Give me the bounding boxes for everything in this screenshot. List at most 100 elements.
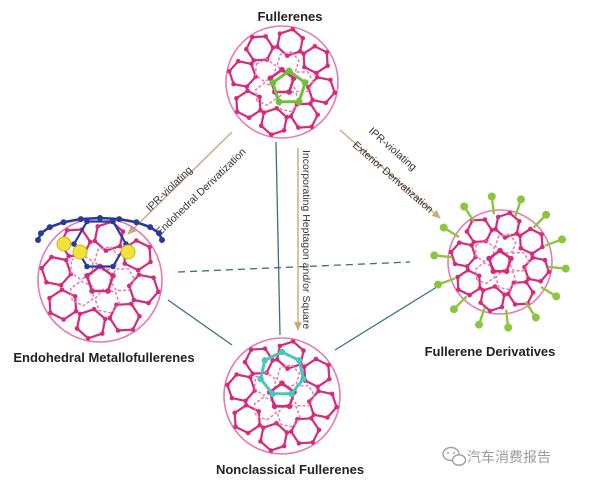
highlighted-heptagon-atom — [269, 390, 276, 397]
hexagon-ring — [290, 417, 321, 445]
carbon-atom — [250, 371, 255, 377]
fullerene-molecule — [225, 25, 339, 139]
carbon-atom — [246, 115, 252, 120]
carbon-atom — [253, 74, 258, 79]
carbon-atom — [296, 125, 301, 130]
carbon-atom — [517, 219, 522, 224]
cluster-atom — [77, 216, 84, 223]
cage-outline — [447, 209, 553, 315]
carbon-atom — [507, 210, 513, 216]
carbon-atom — [325, 415, 330, 420]
center-atom — [508, 255, 514, 262]
carbon-atom — [281, 128, 287, 133]
watermark-text: 汽车消费报告 — [467, 449, 551, 466]
cage-outline — [225, 25, 339, 139]
carbon-atom — [326, 362, 331, 368]
cluster-atom — [71, 241, 77, 247]
cluster-atom — [97, 215, 103, 221]
node-title-fullerenes: Fullerenes — [257, 9, 322, 24]
carbon-atom — [315, 384, 321, 390]
carbon-atom — [495, 214, 501, 220]
carbon-atom — [258, 123, 264, 129]
carbon-atom — [528, 226, 533, 232]
center-atom — [286, 403, 293, 410]
carbon-atom — [297, 49, 303, 54]
hexagon-back — [495, 269, 517, 291]
carbon-atom — [274, 357, 280, 362]
carbon-atom — [146, 300, 151, 306]
carbon-atom — [518, 245, 524, 251]
carbon-atom — [301, 51, 306, 56]
hexagon-back — [69, 280, 95, 307]
carbon-atom — [270, 358, 276, 363]
carbon-atom — [288, 114, 294, 119]
cage-outline — [223, 337, 341, 455]
carbon-atom — [103, 248, 109, 254]
carbon-atom — [334, 404, 339, 410]
addend-atom — [531, 313, 540, 322]
highlighted-heptagon-atom — [296, 357, 303, 364]
carbon-atom — [512, 302, 518, 307]
carbon-atom — [457, 240, 462, 245]
carbon-atom — [499, 304, 505, 310]
carbon-atom — [476, 273, 482, 279]
node-title-endohedral-metallofullerenes: Endohedral Metallofullerenes — [13, 350, 194, 365]
carbon-atom — [77, 311, 83, 317]
hexagon-back — [254, 82, 277, 106]
carbon-atom — [275, 44, 280, 50]
carbon-atom — [542, 257, 548, 263]
carbon-atom — [315, 112, 321, 118]
cluster-atom — [38, 230, 44, 237]
hexagon-back — [254, 58, 277, 83]
addend-atom — [487, 192, 496, 201]
endohedral-metallofullerene-molecule — [35, 215, 165, 343]
node-title-nonclassical-fullerenes: Nonclassical Fullerenes — [216, 462, 364, 477]
center-atom — [89, 288, 95, 294]
cluster-atom — [35, 237, 41, 243]
carbon-atom — [257, 94, 262, 100]
hexagon-ring — [108, 302, 141, 332]
carbon-atom — [310, 97, 315, 103]
hexagon-ring — [243, 347, 274, 375]
carbon-atom — [256, 409, 262, 414]
hexagon-back — [276, 404, 301, 428]
carbon-atom — [91, 306, 97, 312]
carbon-atom — [234, 96, 239, 101]
carbon-atom — [148, 259, 153, 265]
carbon-atom — [281, 443, 287, 449]
center-atom — [490, 268, 497, 275]
carbon-atom — [284, 430, 290, 435]
carbon-atom — [129, 301, 134, 307]
carbon-atom — [63, 257, 69, 263]
carbon-atom — [49, 254, 54, 260]
highlighted-pentagon-atom — [301, 79, 309, 87]
carbon-atom — [316, 388, 321, 394]
cluster-atom — [110, 218, 116, 225]
addend-atom — [558, 235, 566, 244]
cluster-atom — [133, 219, 140, 226]
carbon-atom — [156, 289, 161, 295]
carbon-atom — [452, 261, 458, 267]
connector-right-to-bottom — [334, 284, 441, 351]
carbon-atom — [290, 27, 296, 32]
highlighted-heptagon-atom — [257, 375, 264, 383]
arrow-top-to-left — [127, 131, 233, 235]
hexagon-back — [474, 240, 495, 263]
highlighted-heptagon-atom — [261, 357, 268, 364]
wechat-icon — [442, 446, 467, 466]
center-atom — [110, 273, 116, 279]
carbon-atom — [307, 399, 312, 404]
center-atom — [286, 89, 293, 95]
carbon-atom — [263, 34, 269, 39]
carbon-atom — [73, 309, 79, 314]
carbon-atom — [58, 282, 64, 288]
center-atom — [486, 255, 492, 262]
metal-atom — [120, 244, 136, 260]
center-atom — [105, 288, 111, 294]
hexagon-back — [109, 268, 136, 292]
cage-outline — [37, 217, 163, 343]
carbon-atom — [529, 251, 535, 257]
cluster-atom — [159, 237, 165, 243]
carbon-atom — [234, 372, 239, 377]
